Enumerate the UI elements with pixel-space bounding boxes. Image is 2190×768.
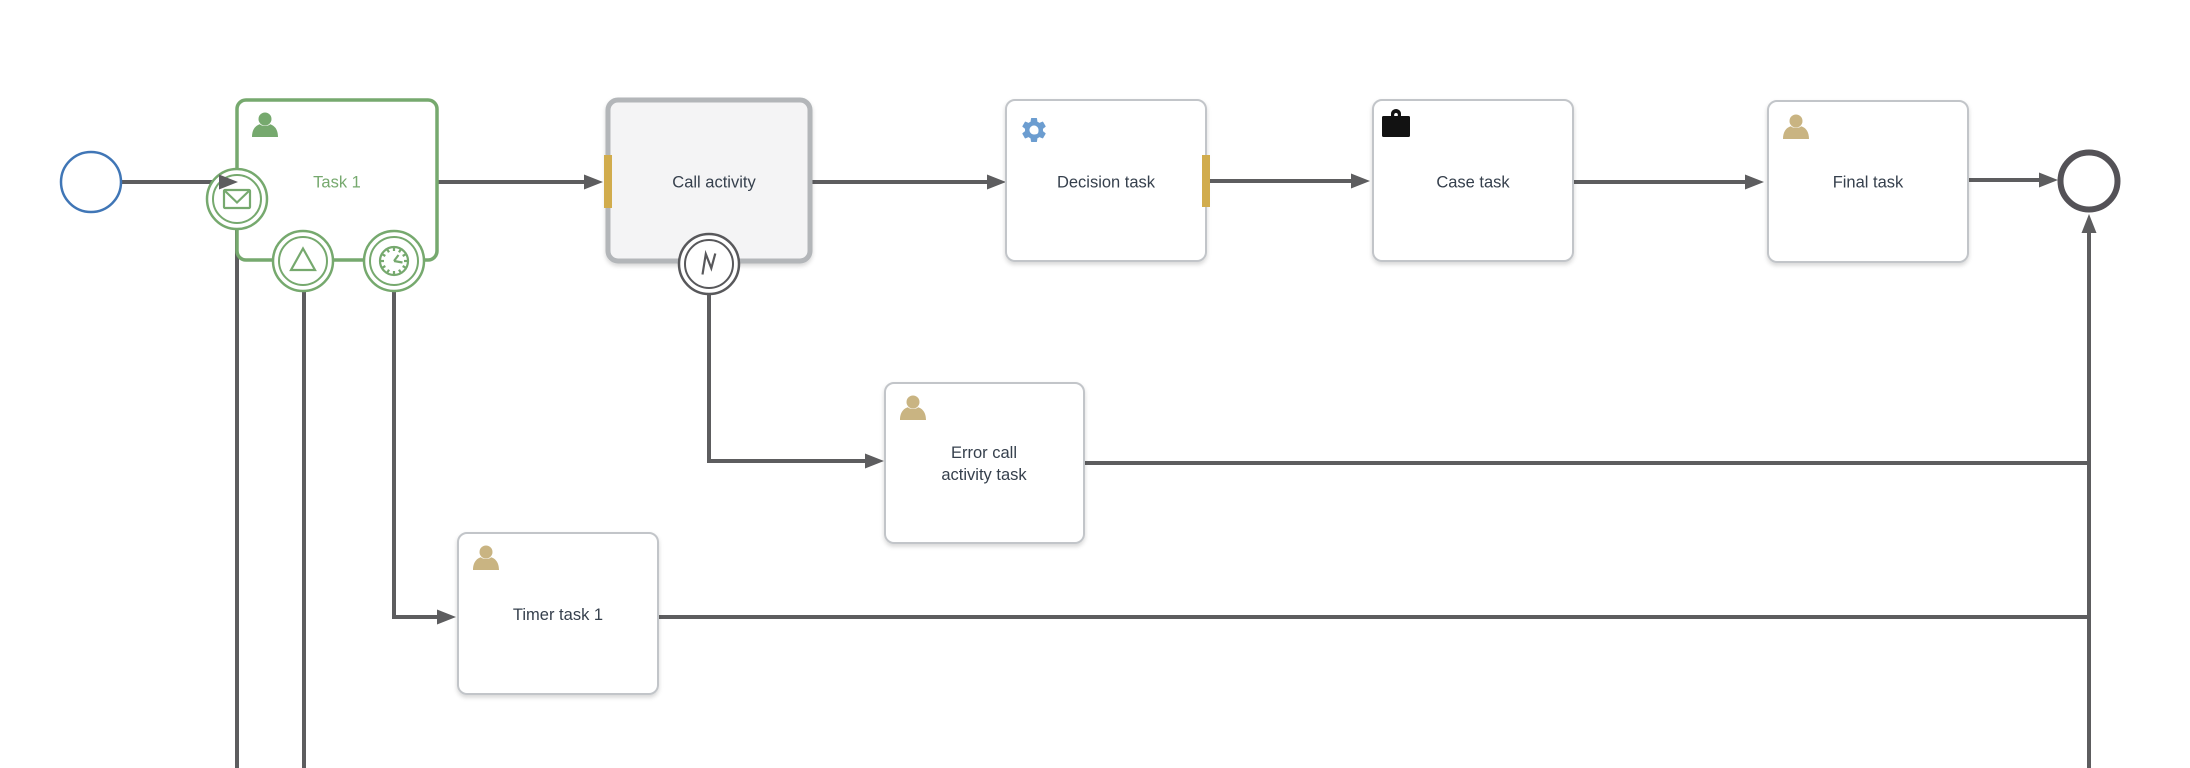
envelope-icon xyxy=(222,188,252,210)
yellow-marker-bar xyxy=(604,155,612,208)
sequence-flows xyxy=(122,172,2097,768)
signal-triangle-icon xyxy=(289,246,317,272)
flow-task1-to-call-activity[interactable] xyxy=(437,174,603,190)
flow-timer-boundary-to-timer-task[interactable] xyxy=(392,291,456,625)
task-timer-task1[interactable]: Timer task 1 xyxy=(457,532,659,695)
task-label-line2: activity task xyxy=(941,466,1027,484)
task-label: Final task xyxy=(1833,174,1904,192)
user-icon xyxy=(1783,114,1809,139)
flow-riser-to-end-event[interactable] xyxy=(2081,214,2097,768)
arrowhead xyxy=(1351,173,1370,189)
task-final-task[interactable]: Final task xyxy=(1767,100,1969,263)
boundary-event-error[interactable] xyxy=(677,232,741,296)
start-event[interactable] xyxy=(59,150,123,214)
task-case-task[interactable]: Case task xyxy=(1372,99,1574,262)
task-label: Case task xyxy=(1436,174,1510,192)
lightning-icon xyxy=(701,249,717,275)
task-error-call-activity-task[interactable]: Error call activity task xyxy=(884,382,1085,544)
flow-error-boundary-to-error-task[interactable] xyxy=(707,294,884,469)
clock-icon xyxy=(378,245,410,277)
task-label: Decision task xyxy=(1057,174,1156,192)
flow-decision-task-to-case-task[interactable] xyxy=(1210,173,1370,189)
flow-final-task-to-end[interactable] xyxy=(1968,172,2058,188)
arrowhead xyxy=(987,174,1006,190)
user-icon xyxy=(473,545,499,570)
task-label: Call activity xyxy=(672,174,756,192)
yellow-marker-bar xyxy=(1202,155,1210,207)
task-call-activity[interactable]: Call activity xyxy=(604,97,813,264)
user-icon xyxy=(252,112,278,137)
boundary-event-message[interactable] xyxy=(205,167,269,231)
task-label-line1: Error call xyxy=(951,444,1017,462)
arrowhead xyxy=(865,453,884,469)
arrowhead xyxy=(219,174,238,190)
boundary-event-timer[interactable] xyxy=(362,229,426,293)
arrowhead xyxy=(2081,214,2097,233)
briefcase-icon xyxy=(1382,109,1410,137)
arrowhead xyxy=(1745,174,1764,190)
flow-call-activity-to-decision-task[interactable] xyxy=(810,174,1006,190)
arrowhead xyxy=(584,174,603,190)
task-label: Timer task 1 xyxy=(513,606,603,624)
user-icon xyxy=(900,395,926,420)
gear-icon xyxy=(1022,118,1046,142)
task-label: Task 1 xyxy=(313,174,361,192)
end-event[interactable] xyxy=(2057,149,2121,213)
arrowhead xyxy=(437,609,456,625)
task-decision-task[interactable]: Decision task xyxy=(1005,99,1210,262)
arrowhead xyxy=(2039,172,2058,188)
boundary-event-signal[interactable] xyxy=(271,229,335,293)
flow-case-task-to-final-task[interactable] xyxy=(1573,174,1764,190)
